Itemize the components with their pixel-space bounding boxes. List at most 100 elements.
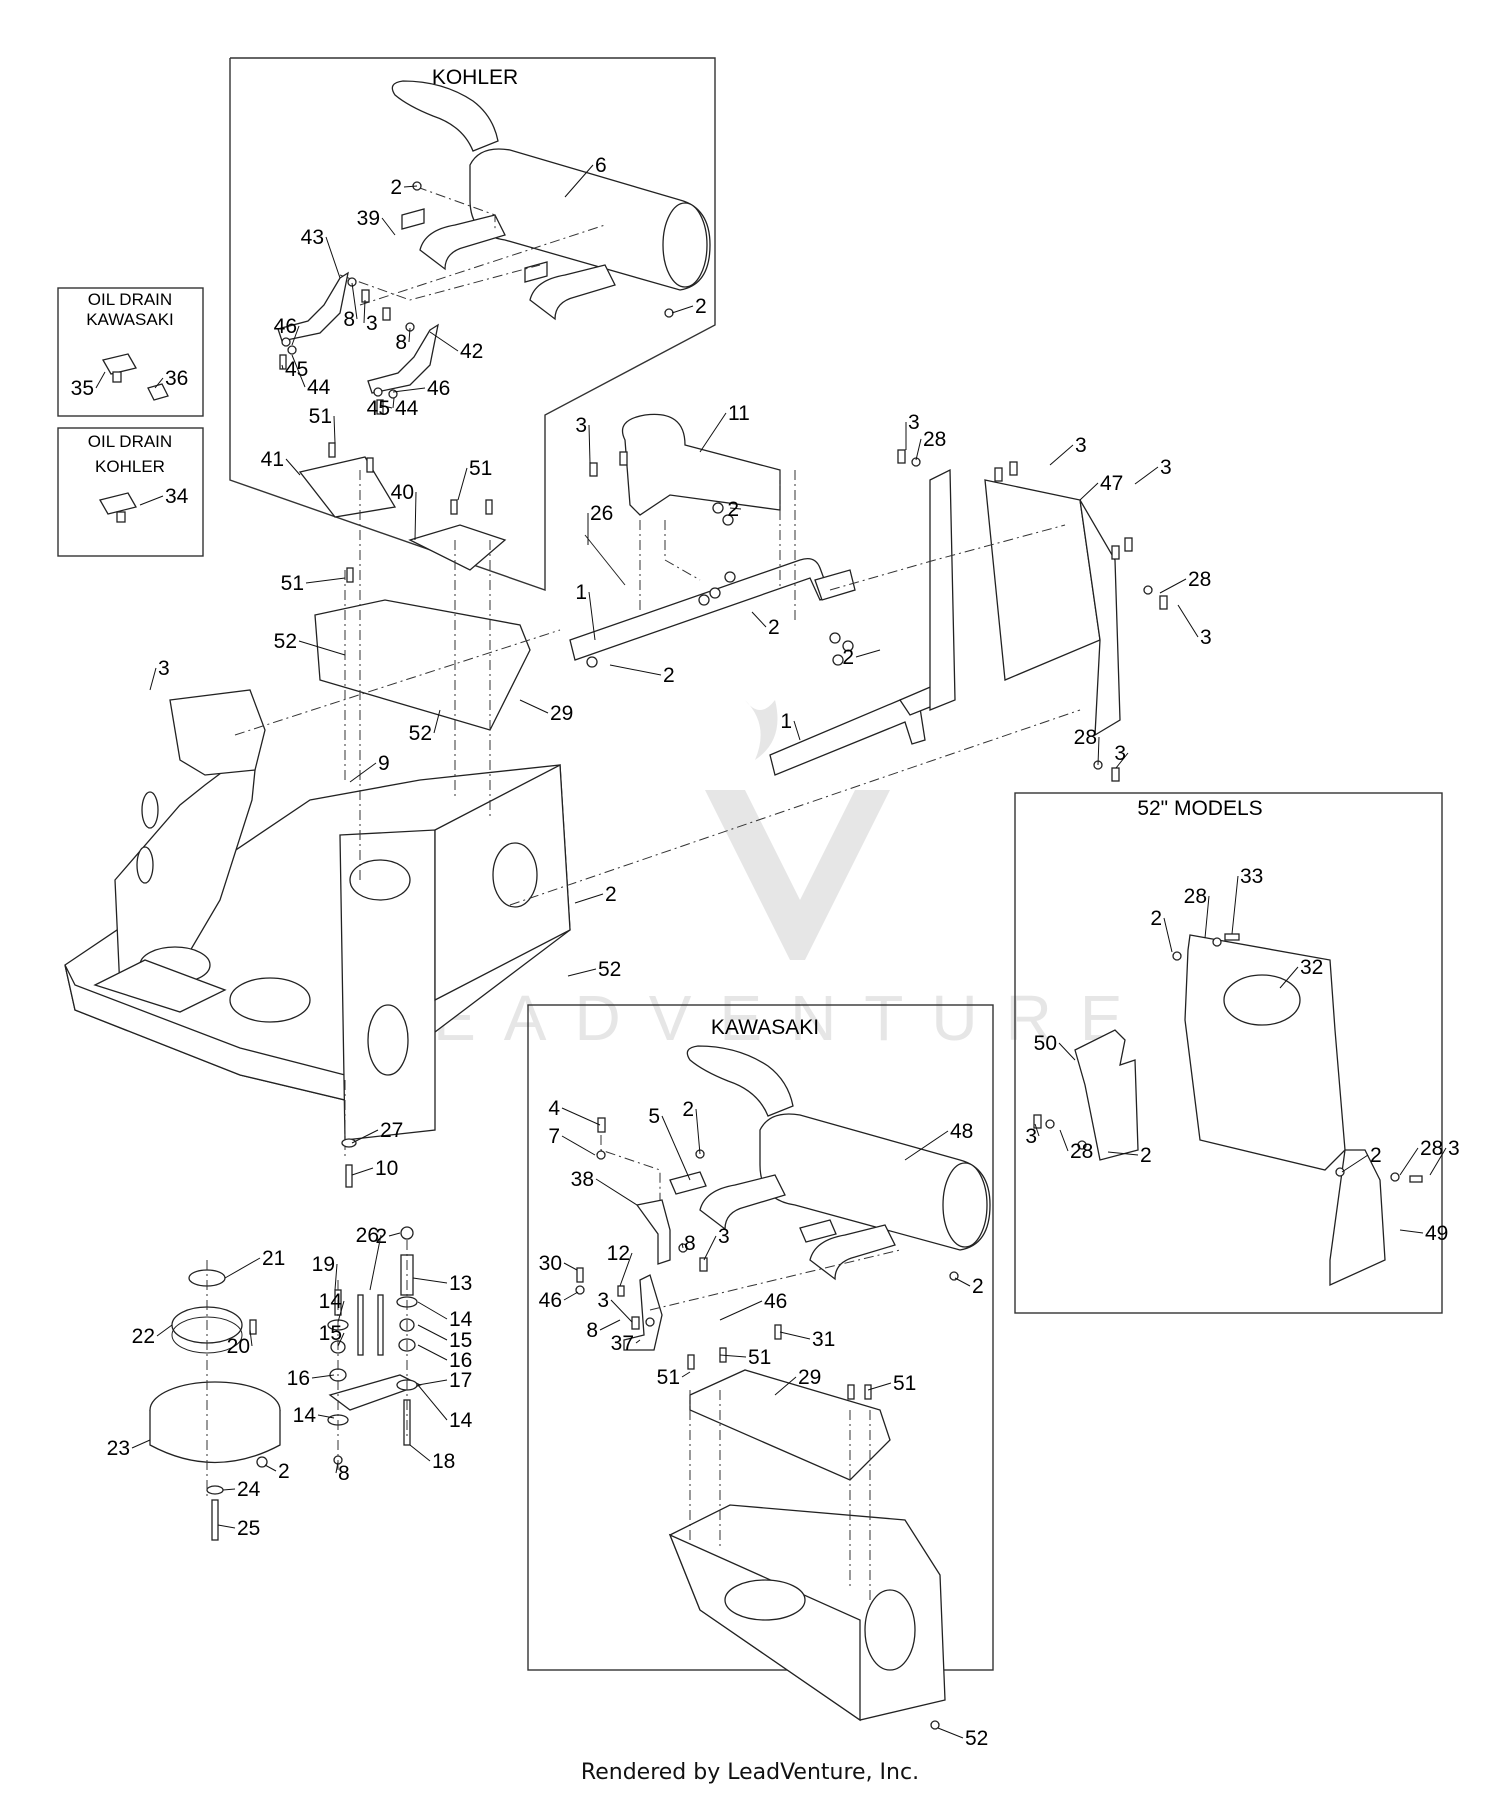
callout-rear_bumper-2: 2	[751, 611, 780, 639]
callout-leader-line	[681, 1371, 691, 1378]
callout-leader-line	[561, 1107, 601, 1126]
callout-leader-line	[1134, 466, 1159, 485]
callout-leader-line	[417, 1344, 448, 1361]
callout-number: 3	[1025, 1125, 1037, 1148]
callout-models52-2: 2	[1150, 907, 1173, 953]
callout-kohler-45: 45	[367, 397, 393, 420]
callout-models52-3: 3	[1025, 1123, 1040, 1148]
callout-rear_bumper-11: 11	[699, 402, 750, 453]
callout-leader-line	[429, 331, 459, 352]
callout-leader-line	[369, 1234, 382, 1291]
callout-rear_bumper-1: 1	[780, 710, 801, 741]
callout-leader-line	[1399, 1147, 1419, 1176]
callout-number: 6	[595, 154, 607, 177]
callout-leader-line	[915, 438, 922, 461]
callout-leader-line	[567, 968, 597, 977]
oil-drain-kohler-title-1: OIL DRAIN	[88, 432, 172, 451]
oil-drain-kawasaki-frame	[57, 287, 204, 417]
callout-kohler-42: 42	[429, 331, 483, 363]
callout-number: 3	[1200, 626, 1212, 649]
callout-clutch-19: 19	[312, 1253, 338, 1291]
callout-rear_bumper-3: 3	[575, 414, 591, 464]
callout-number: 3	[158, 657, 170, 680]
callout-leader-line	[671, 305, 694, 314]
callout-leader-line	[1058, 1042, 1076, 1061]
callout-number: 45	[367, 397, 390, 420]
callout-clutch-17: 17	[417, 1369, 472, 1392]
callout-kawasaki-3: 3	[703, 1225, 730, 1261]
callout-leader-line	[264, 1464, 277, 1472]
callout-leader-line	[1204, 895, 1210, 939]
callout-kohler-43: 43	[301, 226, 341, 279]
callout-kawasaki-30: 30	[539, 1252, 578, 1275]
callout-leader-line	[1059, 1129, 1069, 1152]
callout-oil_drain_kohler-34: 34	[139, 485, 189, 508]
callout-number: 2	[682, 1098, 694, 1121]
callout-number: 8	[338, 1462, 350, 1485]
callout-number: 2	[1150, 907, 1162, 930]
callout-clutch-20: 20	[227, 1329, 253, 1358]
callout-kawasaki-29: 29	[774, 1366, 821, 1396]
callout-rear_bumper-3: 3	[1049, 434, 1087, 466]
callout-kawasaki-46: 46	[719, 1290, 787, 1321]
callout-number: 18	[432, 1450, 455, 1473]
callout-leader-line	[635, 1339, 641, 1344]
callout-number: 38	[571, 1168, 594, 1191]
callout-kohler-6: 6	[564, 154, 607, 198]
callout-leader-line	[249, 1329, 253, 1347]
callout-leader-line	[595, 1178, 638, 1206]
callout-kawasaki-48: 48	[904, 1120, 973, 1161]
callout-number: 28	[923, 428, 946, 451]
callout-number: 2	[727, 498, 739, 521]
callout-number: 46	[764, 1290, 787, 1313]
callout-clutch-21: 21	[224, 1247, 285, 1279]
oil-drain-kohler-frame	[57, 427, 204, 557]
callout-number: 28	[1188, 568, 1211, 591]
callout-leader-line	[457, 467, 468, 501]
callout-models52-2: 2	[1341, 1144, 1382, 1173]
callout-leader-line	[588, 424, 591, 464]
callout-leader-line	[719, 1300, 763, 1321]
callout-frame-52: 52	[409, 709, 441, 745]
callout-leader-line	[285, 458, 301, 476]
callout-number: 52	[965, 1727, 988, 1750]
rear-bumper-assembly	[569, 413, 1121, 776]
callout-leader-line	[661, 1115, 691, 1181]
main-chassis-frame	[64, 689, 571, 1141]
callout-number: 30	[539, 1252, 562, 1275]
callout-leader-line	[317, 1414, 335, 1419]
callout-clutch-24: 24	[222, 1478, 261, 1501]
callout-number: 31	[812, 1328, 835, 1351]
callout-number: 41	[261, 448, 284, 471]
callout-number: 14	[449, 1409, 473, 1432]
callout-number: 42	[460, 340, 483, 363]
callout-number: 9	[378, 752, 390, 775]
callout-number: 52	[409, 722, 432, 745]
callout-number: 43	[301, 226, 324, 249]
callout-number: 36	[165, 367, 188, 390]
callout-number: 51	[748, 1346, 771, 1369]
callout-rear_bumper-28: 28	[1159, 568, 1211, 594]
callout-leader-line	[729, 507, 742, 510]
callout-models52-32: 32	[1279, 956, 1323, 989]
callout-rear_bumper-1: 1	[575, 581, 596, 641]
clutch-assembly	[149, 1138, 422, 1541]
bumper-hardware	[586, 449, 1168, 782]
kawasaki-section-title: KAWASAKI	[711, 1016, 819, 1039]
callout-leader-line	[1107, 1151, 1139, 1156]
heat-shield-40	[408, 524, 507, 571]
callout-kohler-44: 44	[291, 354, 331, 399]
callout-number: 2	[1370, 1144, 1382, 1167]
callout-kawasaki-3: 3	[597, 1289, 633, 1323]
callout-frame-51: 51	[281, 572, 346, 595]
bracket-42	[367, 323, 439, 394]
callout-leader-line	[388, 1232, 401, 1237]
callout-number: 15	[449, 1329, 472, 1352]
callout-number: 28	[1070, 1140, 1093, 1163]
callout-leader-line	[563, 1262, 578, 1271]
callout-frame-9: 9	[349, 752, 390, 783]
callout-leader-line	[599, 1319, 621, 1331]
callout-kohler-8: 8	[395, 327, 411, 354]
callout-models52-2: 2	[1107, 1144, 1152, 1167]
